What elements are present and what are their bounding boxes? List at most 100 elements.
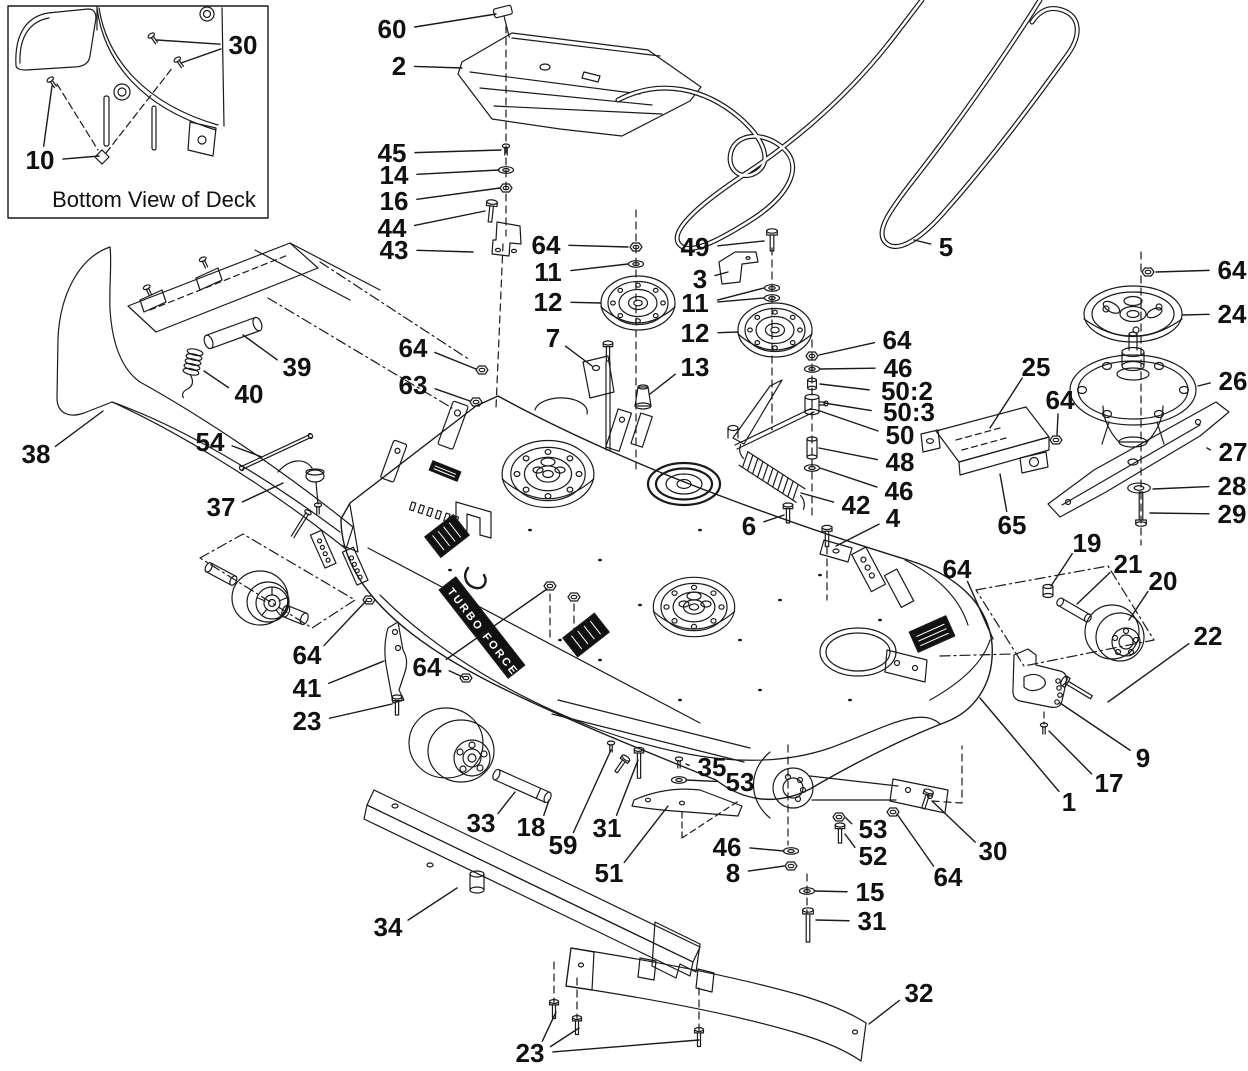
leader-line-64	[1057, 414, 1058, 435]
leader-line-65	[1000, 474, 1007, 511]
leader-line-13	[650, 374, 675, 394]
leader-line-64	[435, 352, 476, 369]
leader-line-41	[329, 661, 384, 683]
leader-line-59	[573, 750, 611, 833]
leader-line-23	[330, 704, 392, 718]
leader-line-22	[1108, 644, 1189, 702]
spring-small	[177, 348, 203, 400]
leader-line-64	[449, 671, 463, 677]
leader-line-64	[819, 343, 874, 355]
leader-line-39	[243, 335, 277, 360]
leader-line-46	[750, 848, 784, 851]
leader-line-30	[157, 40, 220, 44]
leader-line-3	[715, 272, 728, 276]
leader-line-64	[324, 601, 366, 646]
leader-line-12	[571, 302, 601, 303]
leader-line-25	[990, 378, 1022, 428]
discharge-cover-part	[458, 5, 701, 136]
leader-line-19	[1051, 554, 1072, 586]
inset-bottom-view	[8, 6, 268, 218]
rear-left-wheel-group	[200, 509, 376, 628]
latch-bracket-part	[385, 622, 407, 716]
leader-line-7	[566, 346, 592, 366]
leader-line-50:3	[824, 403, 871, 411]
leader-line-4	[836, 524, 879, 546]
idler-assembly	[469, 26, 852, 640]
leader-line-23	[550, 1028, 579, 1047]
leader-line-31	[816, 920, 849, 921]
idler-spring	[730, 445, 815, 510]
leader-line-46	[820, 368, 875, 369]
leader-line-8	[748, 866, 784, 871]
leader-line-44	[415, 211, 485, 225]
leader-line-10	[44, 86, 52, 146]
leader-line-16	[417, 188, 500, 199]
idler-bracket-part	[921, 407, 1063, 475]
leader-line-54	[232, 446, 262, 457]
front-left-caster-group	[364, 673, 700, 978]
leader-line-32	[869, 1000, 899, 1024]
leader-line-64	[569, 245, 628, 247]
leader-line-50:2	[820, 384, 869, 390]
leader-line-34	[408, 888, 457, 920]
leader-line-18	[544, 800, 549, 815]
leader-line-24	[1183, 314, 1209, 315]
leader-line-28	[1153, 487, 1209, 489]
leader-line-48	[819, 448, 877, 460]
leader-line-64	[968, 581, 993, 639]
leader-line-20	[1129, 592, 1148, 620]
spindle-pulleys	[501, 439, 736, 638]
leader-line-30	[932, 801, 975, 842]
skirt-parts	[548, 948, 866, 1061]
deflector-chute-part	[57, 243, 470, 549]
leader-line-51	[624, 806, 668, 862]
leader-line-42	[801, 493, 834, 502]
leader-line-17	[1049, 731, 1092, 774]
leader-line-6	[764, 515, 784, 522]
leader-line-23	[553, 1040, 699, 1052]
leader-line-10	[63, 156, 99, 159]
leader-line-23	[542, 1012, 556, 1041]
spindle-service-assembly	[1048, 252, 1229, 545]
leader-line-14	[417, 170, 499, 174]
leader-line-50	[820, 411, 878, 431]
leader-line-52	[845, 834, 855, 847]
deck-sticker-text: TURBO FORCE	[444, 586, 520, 679]
leader-line-37	[242, 483, 283, 502]
leader-line-49	[718, 241, 764, 246]
leader-line-46	[820, 468, 877, 487]
right-caster-assembly	[940, 566, 1154, 735]
leader-line-15	[815, 891, 847, 892]
leader-line-12	[718, 332, 738, 333]
leader-line-21	[1077, 573, 1110, 604]
leader-line-26	[1198, 383, 1210, 386]
leader-line-64	[446, 589, 547, 659]
leader-line-35	[686, 764, 689, 765]
leader-line-11	[718, 298, 764, 302]
leader-line-9	[1060, 703, 1130, 750]
leader-line-2	[414, 66, 462, 68]
baffle-plate-group	[606, 740, 742, 838]
front-right-caster-group	[754, 745, 963, 943]
drive-belt-part	[618, 0, 1077, 248]
leader-line-11	[717, 288, 764, 300]
leader-line-31	[617, 760, 638, 815]
leader-line-33	[498, 792, 515, 814]
deck-body-part: TURBO FORCE	[310, 396, 992, 799]
leader-line-11	[571, 264, 628, 271]
leader-line-40	[204, 371, 229, 388]
leader-line-30	[181, 49, 221, 63]
leader-line-38	[55, 411, 103, 446]
leader-line-1	[980, 698, 1059, 791]
leader-line-63	[435, 389, 470, 401]
leader-line-64	[1156, 270, 1209, 272]
leader-line-64	[897, 814, 934, 866]
leader-line-43	[417, 250, 473, 252]
leader-line-53	[846, 818, 852, 824]
leader-line-5	[914, 240, 931, 244]
leader-line-27	[1207, 448, 1210, 450]
leader-line-29	[1150, 513, 1209, 514]
leader-line-60	[415, 14, 496, 27]
